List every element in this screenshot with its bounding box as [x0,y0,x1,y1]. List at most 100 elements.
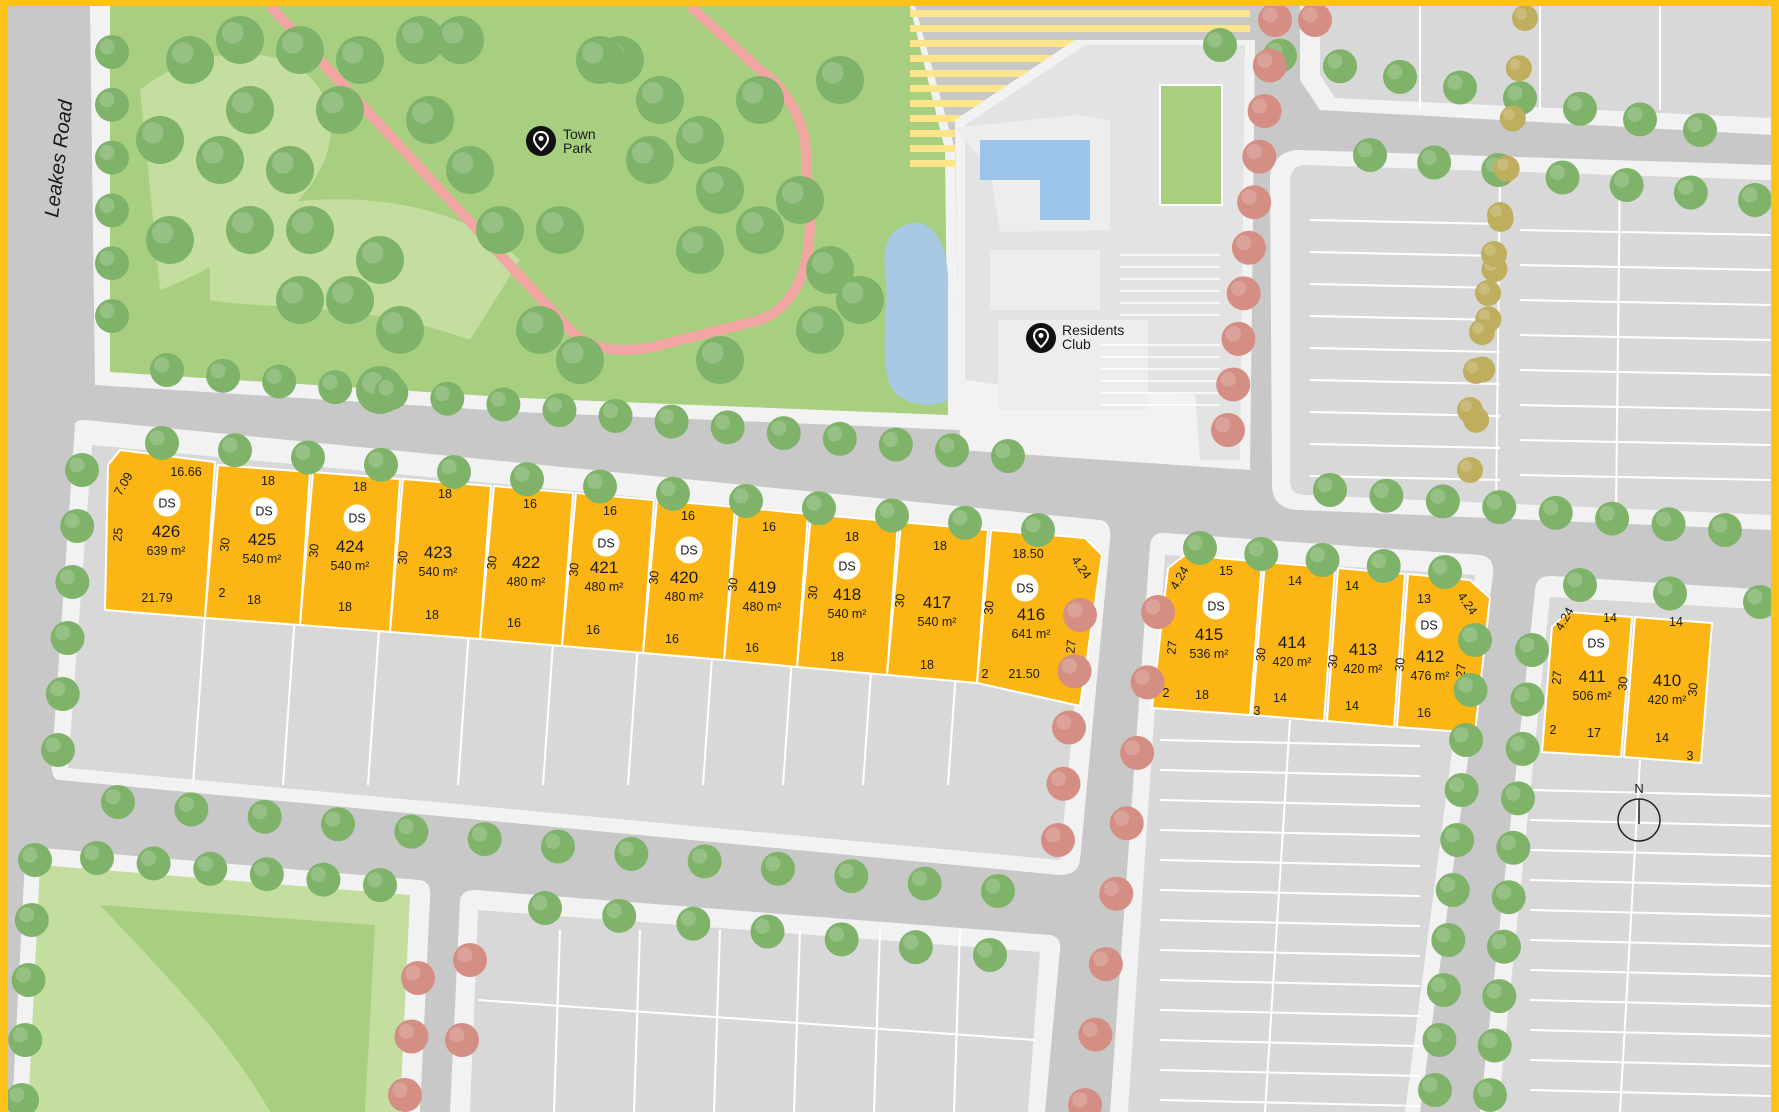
lot-boundary [953,929,961,1112]
lot-dimension: 16 [745,641,759,655]
lot-dimension: 14 [1273,691,1287,705]
tree-highlight [382,312,404,334]
lot-dimension: 30 [981,600,996,615]
poi-label-line1: Town [563,126,596,142]
tree-canopy [541,829,575,864]
tree-canopy [834,859,869,894]
tree-canopy [1510,682,1545,717]
ds-badge-label: DS [1207,600,1224,614]
tree-canopy [516,306,564,354]
ds-badge: DS [833,552,861,580]
town-park-marker[interactable]: Town Park [526,126,596,156]
tree-highlight [1309,547,1326,563]
tree-highlight [1460,460,1472,472]
tree-canopy [394,814,429,849]
lot-boundary [1159,919,1421,927]
tree-icon [394,1019,429,1054]
tree-highlight [1067,602,1083,618]
lot-dimension: 16 [507,616,521,630]
tree-icon [1457,397,1483,423]
residents-club-marker[interactable]: Residents Club [1026,322,1124,353]
tree-icon [1481,241,1507,267]
lot-dimension: 30 [646,570,661,585]
tree-icon [445,1023,479,1057]
tree-highlight [1236,235,1252,251]
tree-icon [406,96,454,144]
tree-canopy [1487,929,1521,964]
lot-area: 480 m² [507,575,546,589]
tree-canopy [676,116,724,164]
tree-highlight [939,437,955,453]
ds-badge-label: DS [838,560,855,574]
lot-dimension: 18 [830,650,844,664]
lot-area: 639 m² [147,544,186,558]
tree-icon [437,455,471,489]
tree-canopy [1426,973,1461,1007]
tree-highlight [1466,361,1478,373]
tree-icon [1475,280,1501,306]
tree-canopy [1221,321,1256,356]
tree-canopy [1313,473,1347,507]
tree-icon [291,440,325,475]
tree-highlight [606,903,622,919]
tree-canopy [60,509,95,543]
lot-area: 536 m² [1190,647,1229,661]
tree-canopy [95,299,129,333]
lot-area: 540 m² [918,615,957,629]
tree-icon [55,565,90,599]
tree-icon [467,822,502,857]
tree-canopy [1457,457,1483,483]
north-arrow: N [1617,781,1661,842]
tree-icon [1563,91,1597,126]
tree-highlight [99,92,115,108]
tree-canopy [446,146,494,194]
tree-highlight [1747,589,1763,605]
tree-canopy [1738,183,1771,217]
tree-icon [1515,633,1549,667]
tree-icon [1237,185,1272,220]
tree-highlight [682,122,704,144]
lot-dimension: 16 [523,497,537,511]
lot-dimension: 2 [1550,723,1557,737]
tree-canopy [1431,923,1466,957]
tree-icon [1505,55,1532,82]
lot-number: 418 [833,585,861,604]
tree-icon [95,193,129,228]
lot-dimension: 30 [1325,654,1340,669]
tree-icon [536,206,584,254]
tree-canopy [41,733,75,767]
lot-area: 540 m² [331,559,370,573]
tree-icon [1063,598,1097,632]
tree-highlight [140,850,157,866]
tree-canopy [95,140,129,175]
tree-canopy [276,26,324,74]
tree-highlight [449,1027,465,1043]
tree-highlight [602,403,619,419]
tree-highlight [1430,488,1446,504]
tree-canopy [1120,735,1155,770]
tree-highlight [1481,1032,1498,1049]
tree-canopy [1099,876,1134,911]
tree-canopy [1298,6,1332,37]
tree-icon [834,859,869,894]
lot-dimension: 18 [438,487,452,501]
pin-glyph [532,130,550,152]
tree-canopy [1499,105,1526,132]
tree-highlight [546,397,563,413]
tree-highlight [378,380,394,396]
